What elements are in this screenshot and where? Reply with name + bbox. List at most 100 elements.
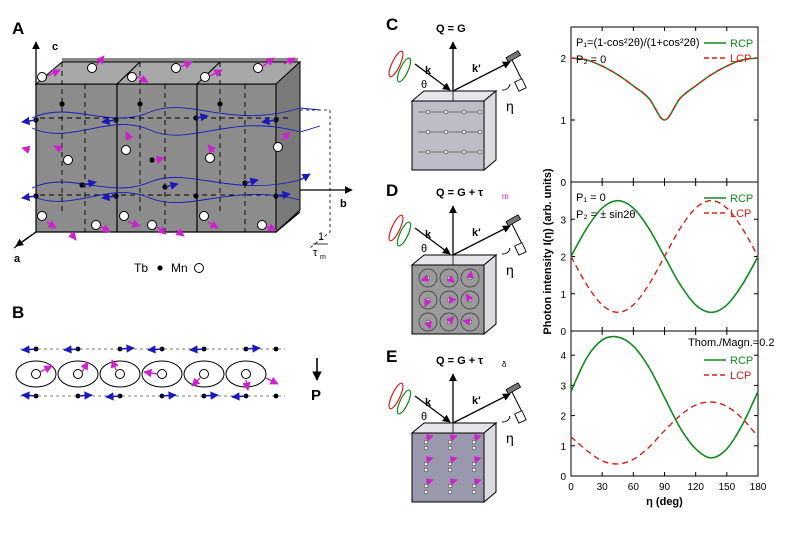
spiral-orbit (460, 312, 480, 332)
eta-label: η (506, 262, 514, 278)
polarization-label: P (311, 387, 321, 404)
axis-a-arrow (15, 231, 37, 247)
lattice-site (477, 149, 483, 155)
q-equation: Q = G + τ (436, 355, 483, 367)
displacement-arrow (449, 434, 458, 442)
detector-icon (514, 242, 527, 256)
panel-d-letter: D (386, 181, 398, 200)
y-tick-label: 2 (560, 253, 566, 264)
scattered-k-arrow (452, 225, 511, 256)
plot-frame (570, 330, 759, 477)
tau-numerator: 1 (318, 231, 324, 243)
lattice-site (477, 109, 483, 115)
mn-moment-arrow (466, 270, 474, 279)
legend-tb-dot (157, 265, 163, 271)
tau-subscript: m (320, 254, 326, 261)
lattice-site (447, 467, 453, 473)
lattice-site (423, 483, 429, 489)
spiral-orbit (460, 290, 480, 310)
analyzer-crystal (505, 50, 522, 63)
y-tick-label: 0 (560, 178, 566, 189)
legend-rcp-label: RCP (730, 355, 753, 367)
lattice-site (461, 109, 467, 115)
x-tick-label: 150 (718, 482, 735, 493)
panel-b: B (12, 303, 322, 404)
lattice-site (447, 439, 453, 445)
incident-k-arrow (414, 63, 451, 91)
lattice-site (423, 489, 429, 495)
x-tick-label: 90 (659, 482, 671, 493)
scattered-k-arrow (452, 393, 511, 424)
q-subscript: m (502, 192, 509, 201)
y-tick-label: 3 (560, 381, 566, 392)
theta-label: θ (421, 79, 427, 91)
lattice-site (447, 445, 453, 451)
legend-rcp-label: RCP (730, 193, 753, 205)
mn-moment-arrow (465, 293, 474, 303)
crystal-side (483, 421, 497, 504)
k-label: k (425, 65, 432, 77)
mn-ellipses (15, 360, 267, 388)
eta-label: η (506, 430, 514, 446)
spiral-orbit (418, 312, 438, 332)
lattice-site (425, 149, 431, 155)
displacement-arrow (425, 434, 434, 442)
mn-moment-arrow (446, 316, 455, 325)
x-tick-label: 0 (568, 482, 574, 493)
crystal-top (410, 422, 498, 434)
spiral-orbit (460, 268, 480, 288)
spiral-orbit (439, 268, 459, 288)
q-equation: Q = G + τ (436, 187, 483, 199)
mn-moment-arrows-b (39, 359, 279, 391)
eta-label: η (506, 98, 514, 114)
y-tick-label: 2 (560, 412, 566, 423)
mn-atoms-b (31, 369, 251, 379)
y-tick-label: 4 (560, 351, 566, 362)
mn-moment-arrow (424, 320, 432, 330)
formula-p2: P₂ = 0 (576, 54, 606, 66)
panel-a-letter: A (12, 19, 24, 38)
lattice-site (423, 439, 429, 445)
panel-c-letter: C (386, 15, 398, 34)
x-tick-label: 120 (687, 482, 704, 493)
cell-dashed-edges (40, 62, 290, 232)
tau-denominator: τ (313, 247, 318, 259)
eta-rotation-arc (501, 247, 511, 255)
q-equation: Q = G (436, 23, 466, 35)
theta-label: θ (421, 411, 427, 423)
rcp-polarization-ellipse (396, 221, 412, 247)
ratio-annotation: Thom./Magn.=0.2 (688, 337, 775, 349)
displacement-arrow (473, 478, 482, 486)
rcp-polarization-ellipse (396, 57, 412, 83)
lattice-site (477, 129, 483, 135)
lattice-site (447, 461, 453, 467)
lcp-series-line (570, 57, 759, 121)
lattice-site (471, 467, 477, 473)
displacement-arrow (449, 456, 458, 464)
mn-atoms-a (37, 63, 283, 230)
q-subscript: δ (502, 360, 507, 369)
y-tick-label: 1 (560, 442, 566, 453)
panel-a: A (12, 19, 353, 275)
tb-moment-arrows-b (21, 344, 261, 401)
mn-moment-arrow (424, 298, 432, 307)
y-tick-label: 1 (560, 290, 566, 301)
spiral-orbit (439, 312, 459, 332)
displacement-arrow (425, 456, 434, 464)
spiral-orbit (418, 290, 438, 310)
lattice-site (471, 439, 477, 445)
lattice-site (461, 149, 467, 155)
formula-p1: P₁=(1-cos²2θ)/(1+cos²2θ) (576, 37, 700, 49)
formula-p2: P₂ = ± sin2θ (576, 209, 636, 221)
lattice-site (471, 445, 477, 451)
lattice-site (471, 489, 477, 495)
k-label: k (425, 397, 432, 409)
panel-e-letter: E (386, 347, 397, 366)
